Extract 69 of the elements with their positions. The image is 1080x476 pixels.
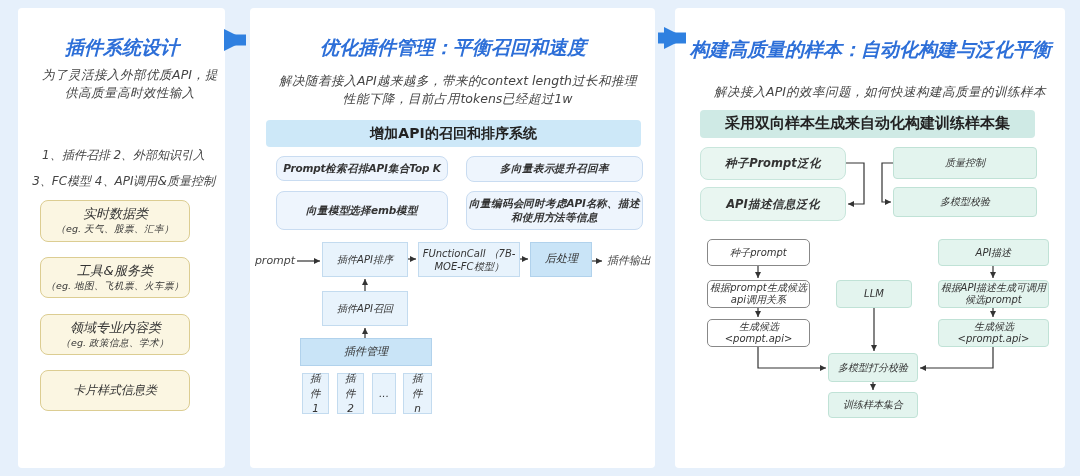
example-text: （eg. 地图、飞机票、火车票） bbox=[46, 279, 184, 293]
process-box: FUnctionCall （7B-MOE-FC模型） bbox=[418, 242, 520, 277]
category-box: 卡片样式信息类 bbox=[40, 370, 190, 411]
process-box: 多模型打分校验 bbox=[828, 353, 918, 382]
process-box: 插件API排序 bbox=[322, 242, 408, 277]
process-box: 种子prompt bbox=[707, 239, 810, 266]
process-box: LLM bbox=[836, 280, 912, 308]
panel-card bbox=[675, 8, 1065, 468]
speech-bubble: 向量模型选择emb模型 bbox=[276, 191, 448, 230]
list-item: 3、FC模型 4、API调用&质量控制 bbox=[31, 174, 218, 190]
category-box bbox=[40, 200, 190, 242]
arrow bbox=[407, 256, 417, 262]
panel-title: 构建高质量的样本：自动化构建与泛化平衡 bbox=[685, 38, 1055, 62]
category-title: 领域专业内容类 bbox=[69, 319, 161, 337]
category-title: 工具&服务类 bbox=[77, 262, 153, 280]
panel-card bbox=[18, 8, 225, 468]
process-box: 训练样本集合 bbox=[828, 392, 918, 418]
process-box: 后处理 bbox=[530, 242, 592, 277]
flow-label: 插件输出 bbox=[604, 250, 654, 272]
category-box bbox=[40, 314, 190, 355]
speech-bubble: 种子Prompt泛化 bbox=[700, 147, 846, 180]
flow-label: prompt bbox=[255, 250, 295, 272]
speech-bubble: API描述信息泛化 bbox=[700, 187, 846, 221]
description-text: 为了灵活接入外部优质API，提供高质量高时效性输入 bbox=[41, 66, 219, 101]
panel-card bbox=[250, 8, 655, 468]
panel-title: 插件系统设计 bbox=[63, 36, 182, 60]
description-text: 解决接入API的效率问题，如何快速构建高质量的训练样本 bbox=[713, 83, 1048, 101]
plugin-box: ... bbox=[372, 373, 396, 414]
arrow bbox=[362, 278, 368, 292]
section-header-box: 采用双向样本生成来自动化构建训练样本集 bbox=[700, 110, 1035, 138]
arrow bbox=[755, 307, 761, 318]
plugin-box: 插件2 bbox=[337, 373, 364, 414]
process-box: 生成候选 <pompt.api> bbox=[707, 319, 810, 347]
arrow bbox=[519, 256, 529, 262]
section-header-box: 增加API的召回和排序系统 bbox=[266, 120, 641, 147]
plugin-box: 插件1 bbox=[302, 373, 329, 414]
category-title: 实时数据类 bbox=[82, 206, 148, 224]
arrow bbox=[845, 162, 865, 207]
speech-bubble: 多向量表示提升召回率 bbox=[466, 156, 643, 182]
category-box bbox=[40, 257, 190, 298]
block-arrow bbox=[658, 27, 686, 49]
block-arrow bbox=[224, 29, 246, 51]
list-item: 1、插件召排 2、外部知识引入 bbox=[40, 148, 207, 164]
arrow bbox=[870, 381, 876, 391]
panel-title: 优化插件管理：平衡召回和速度 bbox=[250, 36, 655, 60]
speech-bubble: Prompt检索召排API集合Top K bbox=[276, 156, 448, 181]
example-text: （eg. 政策信息、学术） bbox=[61, 336, 169, 350]
arrow bbox=[362, 327, 368, 339]
arrow bbox=[296, 258, 321, 264]
arrow bbox=[755, 265, 761, 279]
arrow bbox=[990, 265, 996, 279]
arrow bbox=[919, 346, 994, 371]
arrow bbox=[757, 346, 827, 371]
process-box: API描述 bbox=[938, 239, 1049, 266]
process-box: 根据API描述生成可调用候选prompt bbox=[938, 280, 1049, 308]
process-box: 生成候选 <prompt.api> bbox=[938, 319, 1049, 347]
arrow bbox=[871, 307, 877, 352]
arrow bbox=[591, 258, 603, 264]
process-box: 插件API召回 bbox=[322, 291, 408, 326]
description-text: 解决随着接入API越来越多，带来的context length过长和推理性能下降，目前占用tokens已经超过1w bbox=[278, 72, 638, 107]
arrow bbox=[881, 162, 894, 205]
process-box: 多模型校验 bbox=[893, 187, 1037, 217]
process-box: 质量控制 bbox=[893, 147, 1037, 179]
process-box: 根据prompt生成候选api调用关系 bbox=[707, 280, 810, 308]
speech-bubble: 向量编码会同时考虑API名称、描述和使用方法等信息 bbox=[466, 191, 643, 230]
plugin-box: 插件n bbox=[403, 373, 432, 414]
process-box: 插件管理 bbox=[300, 338, 432, 366]
arrow bbox=[990, 307, 996, 318]
example-text: （eg. 天气、股票、汇率） bbox=[56, 223, 174, 236]
